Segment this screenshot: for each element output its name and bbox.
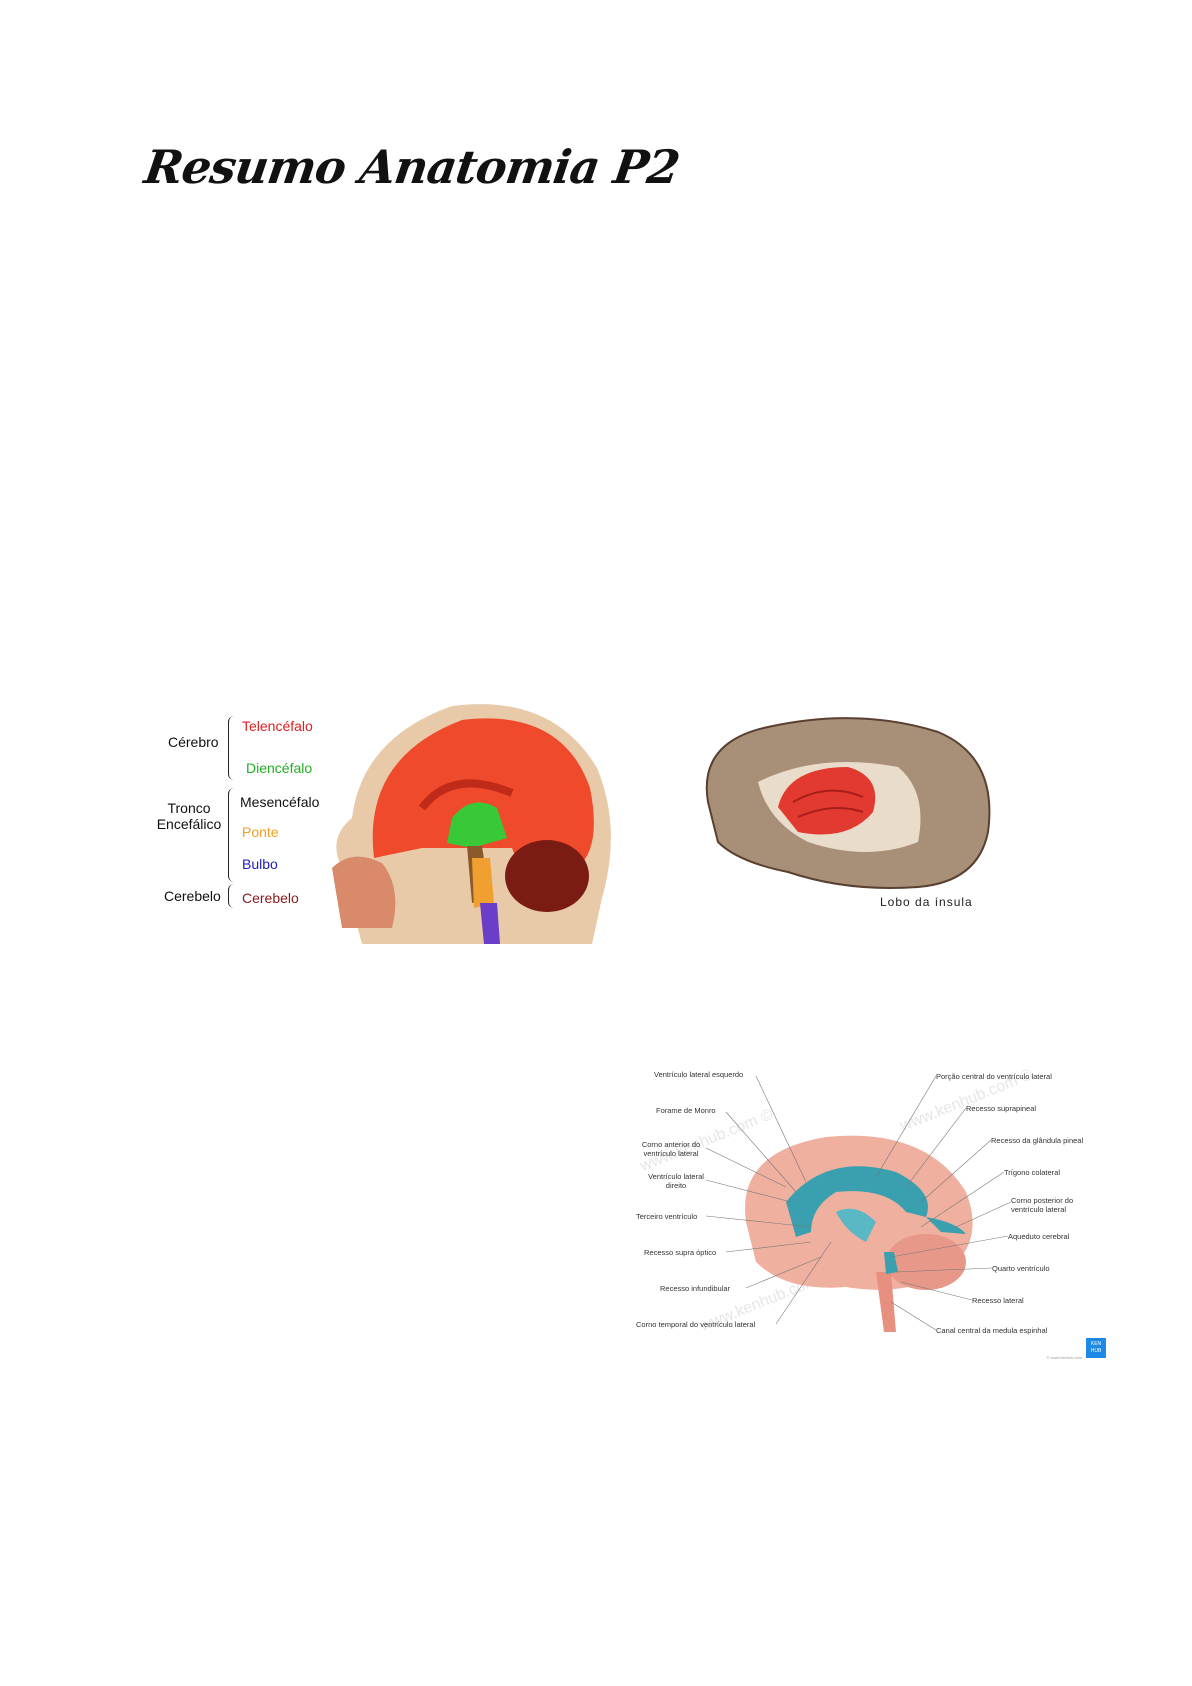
sagittal-brain-illustration: [332, 704, 611, 944]
group-label-tronco: Tronco Encefálico: [156, 800, 222, 832]
ventricle-label: Quarto ventrículo: [992, 1264, 1050, 1273]
ventricle-label: Ventrículo lateral direito: [648, 1172, 704, 1190]
ventricle-label: Forame de Monro: [656, 1106, 716, 1115]
part-label: Bulbo: [242, 856, 278, 872]
ventricles-figure: www.kenhub.com © www.kenhub.com © www.ke…: [636, 1062, 1116, 1372]
brace: [228, 788, 237, 882]
ventricle-label: Recesso suprapineal: [966, 1104, 1037, 1113]
group-label-cerebro: Cérebro: [168, 734, 219, 750]
ventricle-label: Porção central do ventrículo lateral: [936, 1072, 1052, 1081]
ventricle-label: Recesso supra óptico: [644, 1248, 717, 1257]
brace: [228, 884, 237, 908]
ventricle-label: Trígono colateral: [1004, 1168, 1061, 1177]
group-label-cerebelo: Cerebelo: [164, 888, 221, 904]
ventricle-label: Corno posterior do ventrículo lateral: [1011, 1196, 1074, 1214]
ventricle-label: Recesso lateral: [972, 1296, 1024, 1305]
ventricle-label: Recesso infundibular: [660, 1284, 731, 1293]
kenhub-logo: KEN HUB: [1086, 1338, 1106, 1358]
figure-caption: Lobo da ínsula: [880, 895, 973, 909]
part-label: Mesencéfalo: [240, 794, 320, 810]
page-title: Resumo Anatomia P2: [141, 140, 683, 194]
leader-lines: [705, 1075, 1012, 1331]
ventricle-label: Ventrículo lateral esquerdo: [654, 1070, 744, 1079]
credit-text: © www.kenhub.com: [1046, 1355, 1082, 1360]
part-label: Diencéfalo: [246, 760, 313, 776]
brain-divisions-figure: Cérebro Tronco Encefálico Cerebelo Telen…: [150, 704, 630, 968]
part-label: Ponte: [242, 824, 279, 840]
part-label: Cerebelo: [242, 890, 299, 906]
ventricle-label: Canal central da medula espinhal: [936, 1326, 1048, 1335]
lateral-brain-illustration: [705, 717, 991, 889]
brace: [228, 716, 237, 780]
ventricle-label: Aqueduto cerebral: [1008, 1232, 1070, 1241]
ventricle-label: Corno temporal do ventrículo lateral: [636, 1320, 756, 1329]
ventricle-label: Recesso da glândula pineal: [991, 1136, 1084, 1145]
ventricle-label: Terceiro ventrículo: [636, 1212, 698, 1221]
part-label: Telencéfalo: [242, 718, 313, 734]
ventricle-label: Corno anterior do ventrículo lateral: [641, 1140, 701, 1158]
insula-figure: Lobo da ínsula: [698, 712, 998, 917]
